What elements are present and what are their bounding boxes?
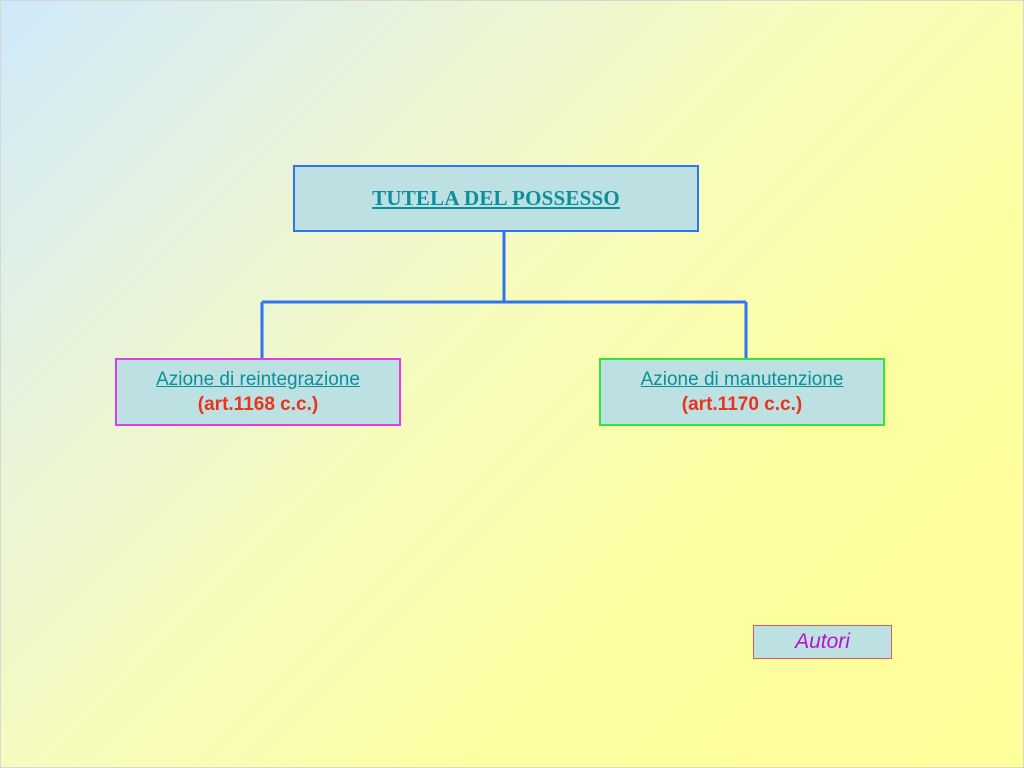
child-node-manutenzione: Azione di manutenzione (art.1170 c.c.): [599, 358, 885, 426]
child-label-reintegrazione-link[interactable]: Azione di reintegrazione: [156, 369, 360, 390]
child-node-reintegrazione: Azione di reintegrazione (art.1168 c.c.): [115, 358, 401, 426]
child-reference-manutenzione: (art.1170 c.c.): [681, 394, 803, 415]
authors-button[interactable]: Autori: [753, 625, 892, 659]
child-label-manutenzione-link[interactable]: Azione di manutenzione: [640, 369, 844, 390]
root-node: TUTELA DEL POSSESSO: [293, 165, 699, 232]
root-title-link[interactable]: TUTELA DEL POSSESSO: [372, 186, 620, 210]
child-reference-reintegrazione: (art.1168 c.c.): [197, 394, 319, 415]
